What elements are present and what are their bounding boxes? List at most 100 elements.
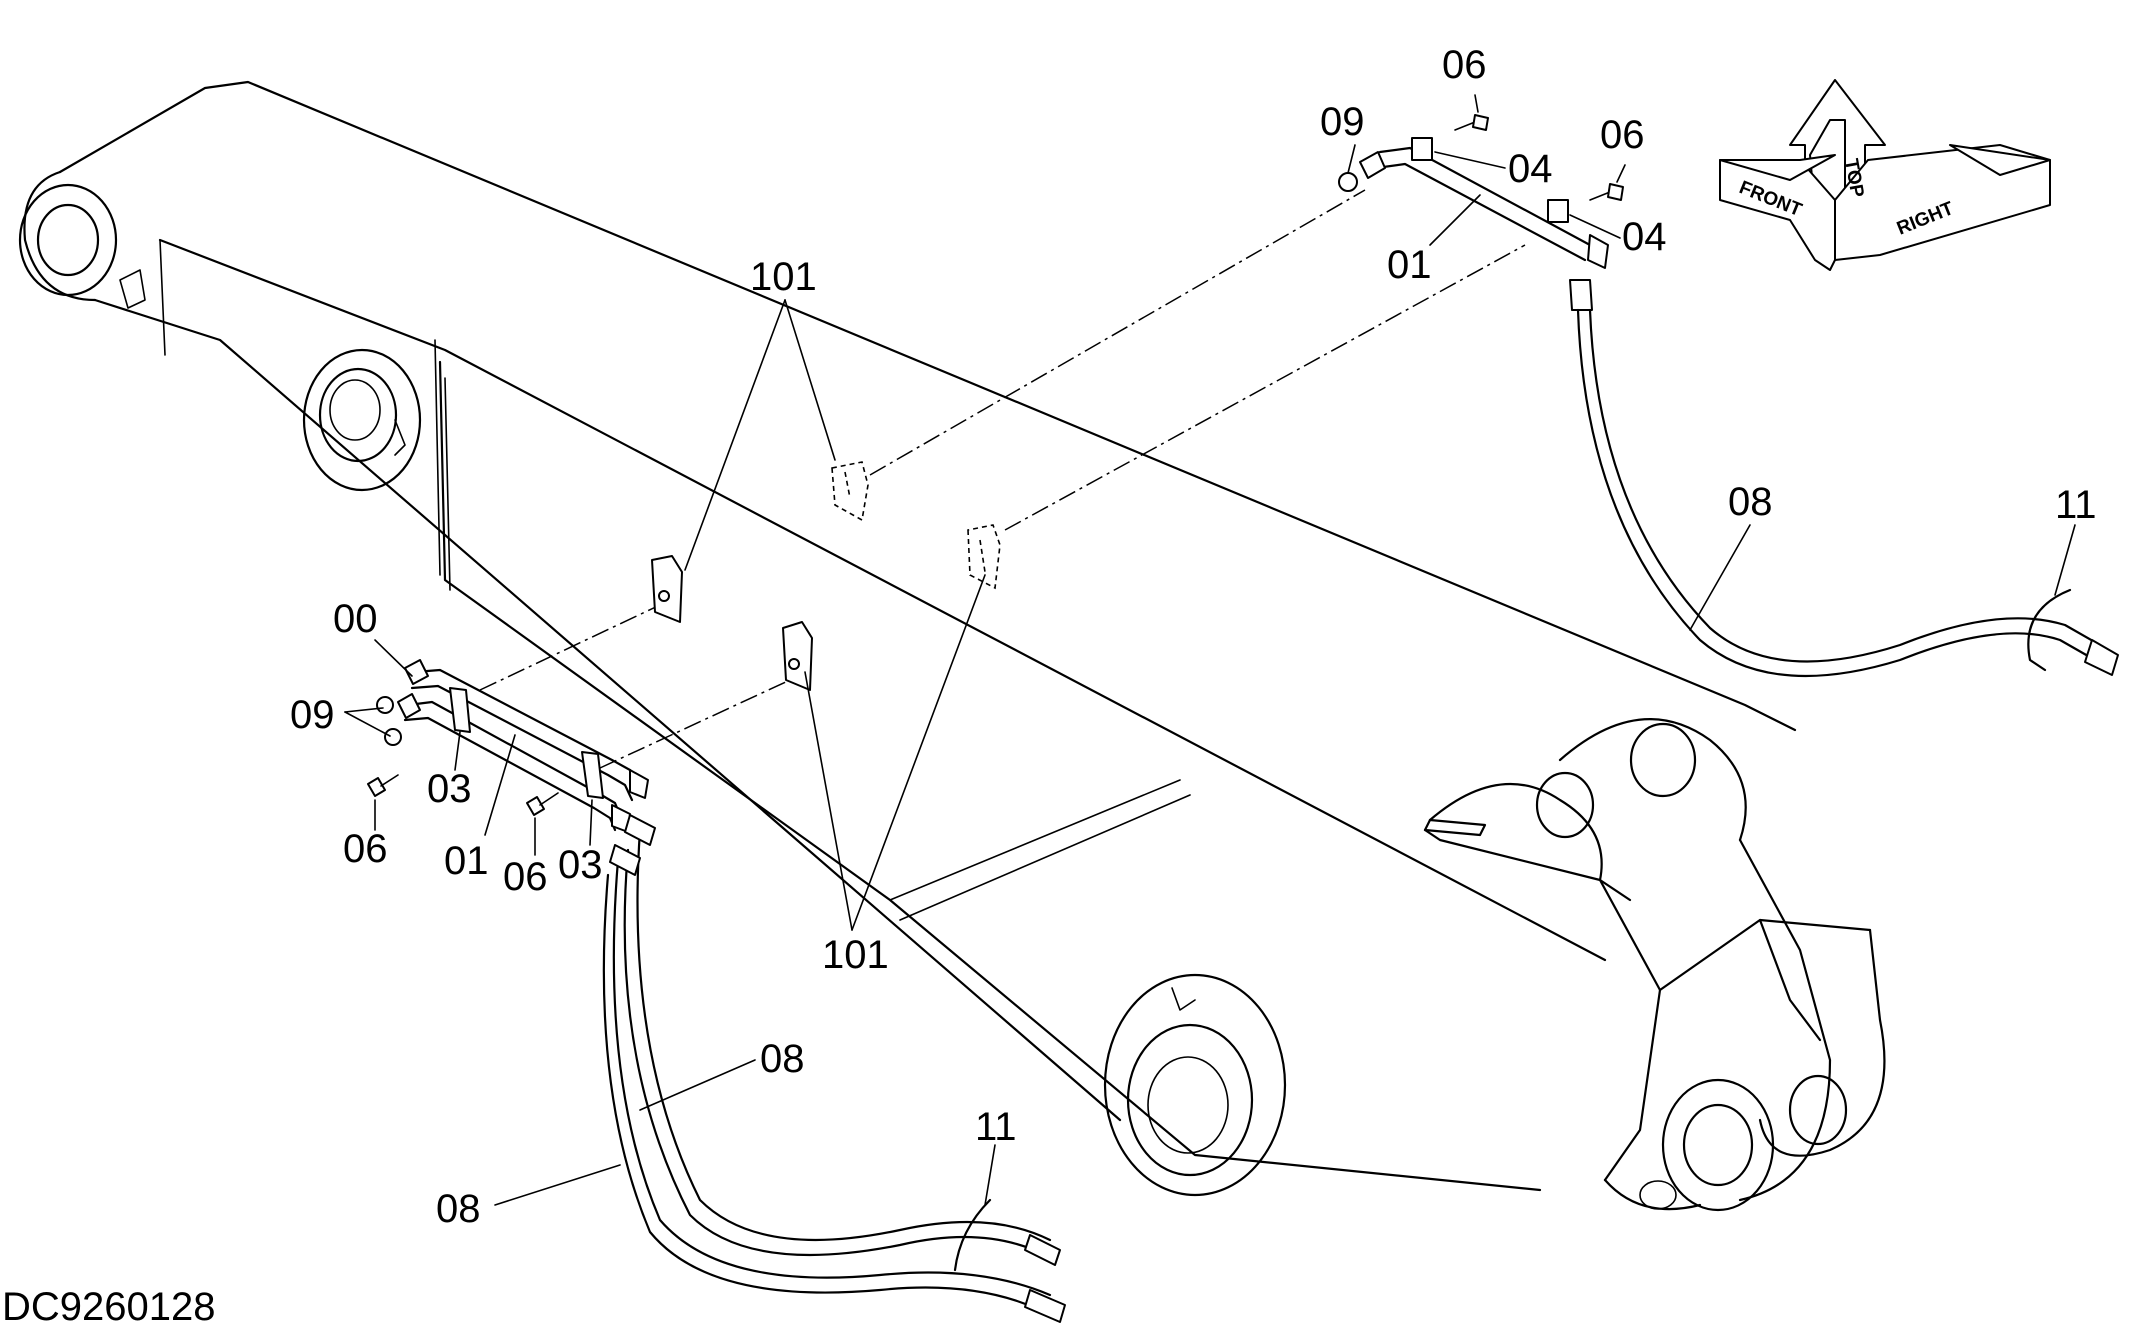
bolt-06-b-shank [539, 792, 559, 806]
bolt-06-b-head[interactable] [526, 796, 545, 816]
label-11-left: 11 [975, 1105, 1017, 1149]
front-pin-inner [1682, 1103, 1754, 1187]
part-labels: 101 101 00 09 06 06 03 03 01 08 08 11 09… [290, 43, 2097, 1231]
hose-band-11-right[interactable] [2027, 588, 2072, 672]
front-pin-outer [1661, 1078, 1775, 1212]
dash-right-2 [1004, 244, 1526, 531]
leader-09-a [344, 707, 384, 713]
bolt-06-right-b-head[interactable] [1607, 183, 1624, 201]
leader-11-right [2054, 524, 2076, 596]
label-08-left-top: 08 [760, 1037, 805, 1081]
dash-left-1 [479, 604, 661, 691]
hose-end-fitting-a [1024, 1234, 1061, 1266]
clamp-hidden-2-detail [979, 539, 986, 573]
leader-101-top-b [784, 299, 836, 461]
bracket-lower [1603, 988, 1662, 1182]
leader-00 [374, 639, 413, 677]
leader-01-right [1429, 194, 1481, 246]
bolt-06-right-a-head[interactable] [1472, 114, 1489, 131]
clamp-solid-1-bolt [658, 590, 670, 602]
leader-101-top-a [684, 299, 786, 571]
hose-right [1576, 308, 2097, 678]
hose-end-fitting-b [1024, 1289, 1066, 1323]
hose-left-1 [636, 828, 1052, 1242]
leader-dash-lines [479, 189, 1526, 769]
leader-11-left [984, 1144, 996, 1206]
left-end-lug [119, 269, 146, 309]
front-pin-2 [1788, 1074, 1848, 1146]
hose-left-1b [623, 848, 1047, 1257]
elbow-right [1587, 234, 1609, 269]
mid-boss-bore [329, 379, 381, 441]
leader-101-bottom-b [851, 574, 986, 931]
label-00: 00 [333, 597, 378, 641]
boom-top-edge [58, 80, 1797, 732]
label-101-top: 101 [750, 255, 817, 299]
clamp-04-a[interactable] [1411, 137, 1433, 161]
leader-04-a [1434, 151, 1506, 169]
left-end-bore-inner [36, 203, 100, 277]
front-bottom-curve [1603, 1178, 1702, 1211]
bracket-web [1598, 878, 1872, 992]
mid-boss-outer [302, 348, 422, 492]
bolt-06-a-head[interactable] [367, 777, 386, 797]
hose-top-fitting-a [624, 814, 656, 846]
hose-left-2 [612, 858, 1052, 1297]
bottom-boss-inner [1126, 1023, 1254, 1177]
left-hoses [602, 814, 1066, 1323]
leader-03-b [589, 799, 593, 846]
leader-06-right-a [1474, 94, 1479, 113]
nut-09-a[interactable] [376, 696, 394, 714]
hose-left-2b [602, 873, 1042, 1312]
clamp-03-a[interactable] [449, 687, 471, 733]
clamp-brackets [651, 461, 1001, 691]
leader-08-right [1689, 524, 1751, 631]
clamp-hidden-2 [967, 524, 1001, 590]
nut-09-right[interactable] [1338, 172, 1358, 192]
arrow-front-top [1719, 154, 1836, 181]
stiffener-1 [159, 239, 166, 356]
bracket-plate [1758, 918, 1822, 1042]
bolt-06-a-shank [380, 774, 399, 787]
label-09-right: 09 [1320, 100, 1365, 144]
leader-09-right [1347, 144, 1356, 174]
nut-09-b[interactable] [384, 728, 402, 746]
dash-left-2 [599, 679, 791, 769]
clamp-04-b[interactable] [1547, 199, 1569, 223]
boom-arm [18, 80, 1886, 1212]
bottom-boss-bore [1147, 1056, 1229, 1154]
label-06-right-b: 06 [1600, 113, 1645, 157]
leader-01-left [484, 734, 516, 836]
leader-03-a [454, 731, 461, 771]
pipe-right-top [1378, 146, 1592, 247]
hose-band-11-left[interactable] [953, 1198, 992, 1272]
leader-08-left-bottom [494, 1164, 621, 1206]
right-pipe-assembly [1338, 114, 1624, 311]
label-11-right: 11 [2055, 483, 2097, 527]
label-101-bottom: 101 [822, 933, 889, 977]
bracket-arc-1 [1428, 782, 1632, 902]
clamp-03-b[interactable] [581, 751, 604, 799]
leader-06-right-b [1616, 164, 1626, 183]
hose-right-b [1588, 308, 2102, 663]
bracket-tab [1423, 818, 1487, 837]
hose-right-top-fitting [1569, 279, 1593, 311]
bolt-06-right-b-shank [1589, 191, 1611, 201]
bracket-upper-edge [1423, 828, 1602, 882]
bracket-arc-2 [1558, 718, 1747, 842]
clamp-solid-2-bolt [788, 658, 800, 670]
bracket-hole-2 [1629, 722, 1697, 798]
stiffener-3 [444, 377, 451, 591]
label-01-right: 01 [1387, 243, 1432, 287]
label-01-left: 01 [444, 839, 489, 883]
front-fitting [1639, 1180, 1677, 1210]
leader-08-left-top [639, 1059, 756, 1111]
drawing-code: DC9260128 [2, 1285, 216, 1329]
left-pipe-assembly [367, 659, 649, 833]
clamp-hidden-1 [831, 461, 869, 522]
label-09-left: 09 [290, 693, 335, 737]
label-leaders [344, 94, 2076, 1206]
clamp-hidden-1-detail [844, 471, 851, 499]
